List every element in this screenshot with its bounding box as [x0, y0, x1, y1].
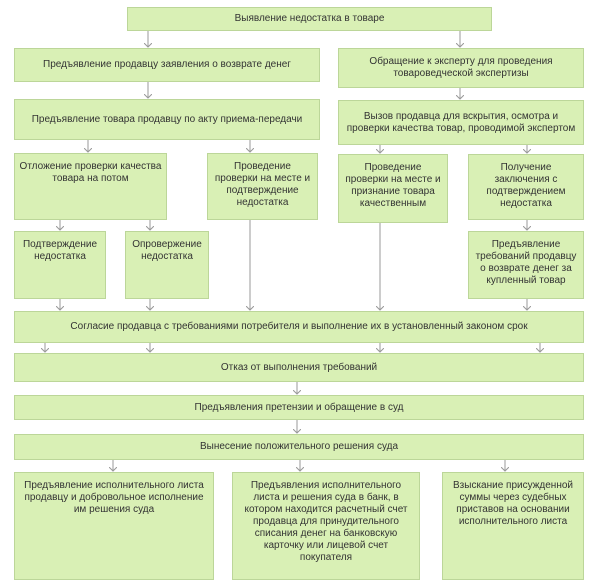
box-writ-bank: Предъявления исполнительного листа и реш…: [232, 472, 420, 580]
box-expert-request: Обращение к эксперту для проведения това…: [338, 48, 584, 88]
box-onsite-quality: Проведение проверки на месте и признание…: [338, 154, 448, 223]
box-refund-demand: Предъявление требований продавцу о возвр…: [468, 231, 584, 299]
box-bailiffs: Взыскание присужденной суммы через судеб…: [442, 472, 584, 580]
box-act-transfer: Предъявление товара продавцу по акту при…: [14, 99, 320, 140]
box-onsite-confirm: Проведение проверки на месте и подтвержд…: [207, 153, 318, 220]
box-conclusion: Получение заключения с подтверждением не…: [468, 154, 584, 220]
box-court-claim: Предъявления претензии и обращение в суд: [14, 395, 584, 420]
box-refusal: Отказ от выполнения требований: [14, 353, 584, 382]
box-refund-claim: Предъявление продавцу заявления о возвра…: [14, 48, 320, 82]
box-defect-refute: Опровержение недостатка: [125, 231, 209, 299]
box-agreement: Согласие продавца с требованиями потреби…: [14, 311, 584, 343]
box-seller-summon: Вызов продавца для вскрытия, осмотра и п…: [338, 100, 584, 145]
box-writ-seller: Предъявление исполнительного листа прода…: [14, 472, 214, 580]
box-defer-check: Отложение проверки качества товара на по…: [14, 153, 167, 220]
box-defect: Выявление недостатка в товаре: [127, 7, 492, 31]
box-defect-confirm: Подтверждение недостатка: [14, 231, 106, 299]
box-positive-ruling: Вынесение положительного решения суда: [14, 434, 584, 460]
